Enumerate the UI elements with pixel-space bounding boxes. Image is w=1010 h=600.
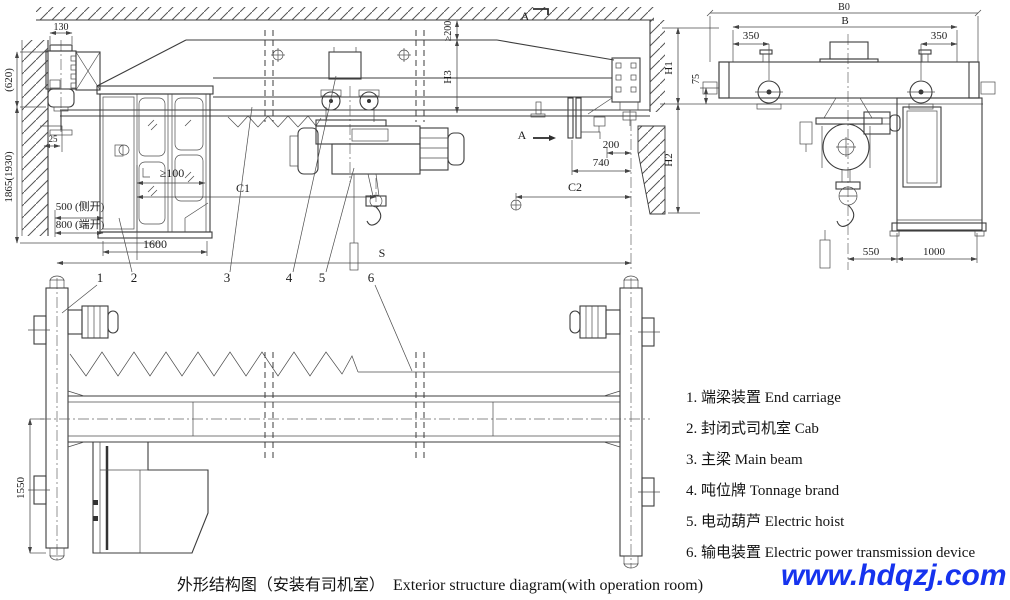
dim-350-right: 350	[931, 30, 948, 42]
cab-plan	[92, 442, 209, 554]
dim-b0: B0	[838, 2, 850, 13]
part-number-6: 6	[368, 270, 375, 285]
dim-620: (620)	[3, 68, 15, 92]
dimensions-side: B0 B 350 350 75 H1 H2 550 1000	[660, 2, 982, 263]
legend-en: Tonnage brand	[749, 483, 840, 499]
festoon-wire-plan	[69, 351, 620, 377]
section-a-top-label: A	[521, 9, 530, 23]
legend-item-5: 5. 电动葫芦 Electric hoist	[686, 510, 975, 531]
dim-500: 500 (侧开)	[56, 200, 105, 213]
cab-front	[96, 85, 214, 239]
dimensions-plan: 1550	[15, 418, 46, 554]
dim-200: 200	[603, 139, 620, 151]
dim-c1: C1	[236, 181, 250, 195]
building-walls	[21, 7, 666, 236]
main-beam-plan	[40, 352, 650, 458]
dim-550: 550	[863, 246, 880, 258]
dim-800: 800 (端开)	[56, 218, 105, 231]
dim-ge100: ≥100	[160, 166, 185, 180]
dim-350-left: 350	[743, 30, 760, 42]
legend-zh: 吨位牌	[701, 483, 747, 499]
part-number-2: 2	[131, 270, 138, 285]
legend-num: 4.	[686, 483, 698, 499]
end-carriage-left-plan	[28, 275, 119, 561]
legend-en: End carriage	[764, 390, 841, 406]
legend-en: Main beam	[734, 452, 803, 468]
girder-side	[702, 41, 996, 110]
dim-130: 130	[54, 22, 69, 33]
part-number-5: 5	[319, 270, 326, 285]
part-number-1: 1	[97, 270, 104, 285]
dim-740: 740	[593, 157, 610, 169]
caption-zh: 外形结构图（安装有司机室）	[176, 577, 385, 594]
dim-b: B	[841, 15, 848, 27]
dim-1550: 1550	[15, 477, 27, 500]
dim-75: 75	[691, 74, 702, 84]
legend-en: Electric power transmission device	[764, 545, 976, 561]
legend-zh: 主梁	[701, 452, 732, 468]
dimensions-front: 130 (620) 1865(1930) 25 ≥100 C1 500 (侧开)…	[3, 20, 632, 266]
parts-legend: 1. 端梁装置 End carriage 2. 封闭式司机室 Cab 3. 主梁…	[686, 386, 975, 572]
main-beam-front	[60, 30, 650, 128]
dim-h2: H2	[663, 153, 675, 166]
watermark-link[interactable]: www.hdqzj.com	[781, 559, 1007, 592]
dim-h1: H1	[663, 61, 675, 74]
caption-en: Exterior structure diagram(with operatio…	[392, 577, 704, 594]
legend-item-4: 4. 吨位牌 Tonnage brand	[686, 479, 975, 500]
section-a-bottom-label: A	[518, 128, 527, 142]
part-number-3: 3	[224, 270, 231, 285]
legend-zh: 电动葫芦	[701, 514, 762, 530]
legend-zh: 输电装置	[701, 545, 762, 561]
dim-1600: 1600	[143, 237, 167, 251]
hoist-side	[799, 97, 901, 269]
section-marks: A A	[518, 8, 556, 142]
dim-h3: H3	[442, 70, 454, 84]
legend-item-3: 3. 主梁 Main beam	[686, 448, 975, 469]
part-number-4: 4	[286, 270, 293, 285]
legend-num: 6.	[686, 545, 698, 561]
legend-en: Electric hoist	[764, 514, 845, 530]
cab-side	[889, 97, 987, 237]
legend-num: 1.	[686, 390, 698, 406]
dim-s: S	[379, 246, 386, 260]
dim-c2: C2	[568, 180, 582, 194]
legend-zh: 封闭式司机室	[701, 421, 792, 437]
legend-item-2: 2. 封闭式司机室 Cab	[686, 417, 975, 438]
electric-hoist-front	[289, 86, 465, 271]
legend-item-6: 6. 输电装置 Electric power transmission devi…	[686, 541, 975, 562]
caption: 外形结构图（安装有司机室） Exterior structure diagram(…	[130, 571, 750, 595]
side-view: B0 B 350 350 75 H1 H2 550 1000	[660, 2, 996, 270]
legend-zh: 端梁装置	[701, 390, 762, 406]
end-carriage-bracket-front	[45, 40, 101, 136]
part-leaders: 1 2 3 4 5 6	[61, 75, 413, 372]
legend-num: 5.	[686, 514, 698, 530]
legend-num: 2.	[686, 421, 698, 437]
dim-1865: 1865(1930)	[3, 151, 15, 203]
legend-num: 3.	[686, 452, 698, 468]
legend-item-1: 1. 端梁装置 End carriage	[686, 386, 975, 407]
tonnage-plate-front	[328, 47, 362, 80]
dim-1000: 1000	[923, 246, 946, 258]
dim-25: 25	[49, 134, 59, 144]
dim-ge200: ≥200	[443, 21, 454, 42]
end-carriage-right-plan	[569, 275, 660, 569]
plan-view: 1550 1 2 3 4 5 6	[15, 75, 660, 569]
front-view: A A 130 (620) 1865(1930) 25 ≥100 C1	[3, 7, 666, 271]
legend-en: Cab	[794, 421, 819, 437]
